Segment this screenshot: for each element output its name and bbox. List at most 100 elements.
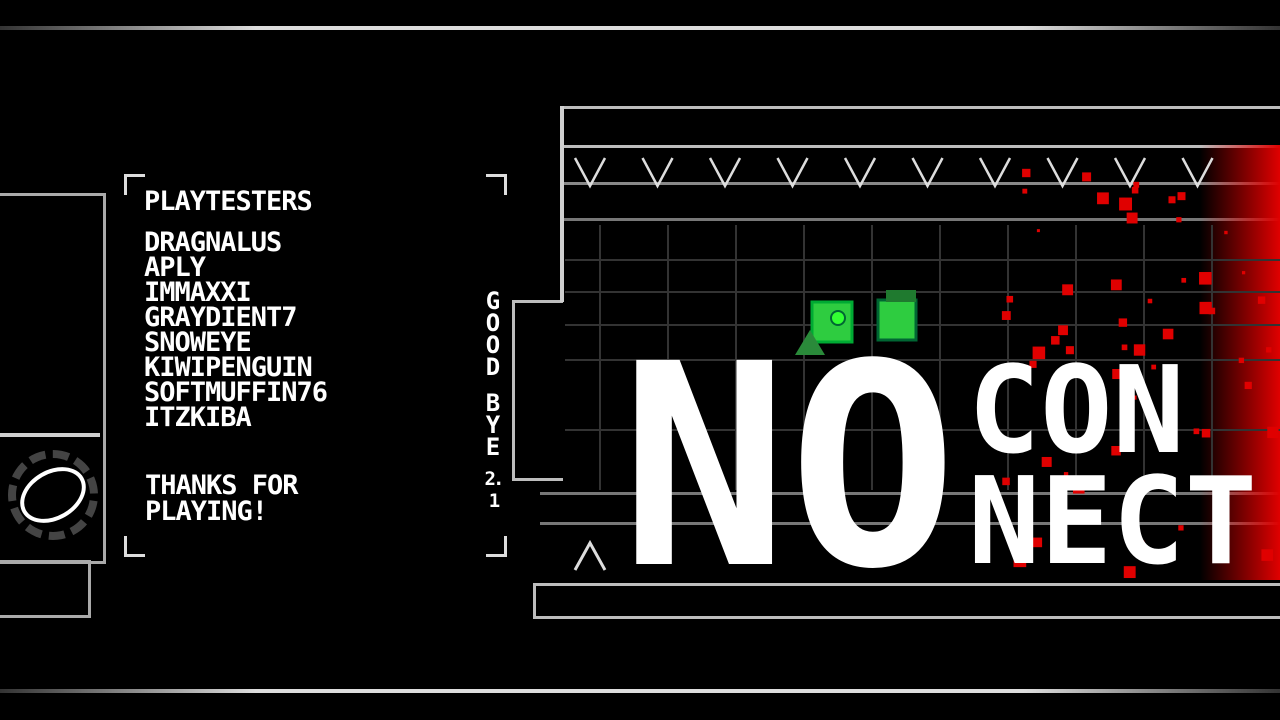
thanks-line: THANKS FOR — [145, 470, 299, 501]
particle — [1058, 325, 1068, 336]
left-block-lower — [0, 560, 91, 618]
spike — [1113, 157, 1147, 189]
particle — [1134, 540, 1145, 551]
particle — [1201, 428, 1211, 438]
floor-spike — [573, 539, 607, 571]
particle — [1123, 566, 1136, 579]
playtester-name: KIWIPENGUIN — [144, 352, 313, 383]
goodbye-vertical-text: GOOD BYE 2.1 — [482, 287, 505, 512]
particle — [1261, 549, 1274, 561]
rail-1 — [564, 182, 1280, 185]
particle — [1032, 346, 1046, 360]
background-grid — [565, 225, 1280, 490]
particle — [1168, 196, 1176, 204]
gear-icon — [8, 450, 98, 540]
left-divider — [0, 433, 100, 437]
particle — [1029, 360, 1037, 368]
corner-br — [486, 536, 507, 557]
spike — [1181, 157, 1214, 189]
particle — [1063, 472, 1069, 477]
particle — [1178, 525, 1184, 531]
level-wall — [512, 300, 563, 481]
spike — [573, 157, 607, 189]
playtester-name: SNOWEYE — [144, 327, 252, 358]
particle — [1126, 212, 1138, 224]
corner-bl — [124, 536, 145, 557]
particle — [1177, 192, 1186, 201]
particle — [1121, 344, 1128, 351]
particle — [1021, 529, 1031, 539]
particle — [1097, 192, 1109, 205]
thanks-line: PLAYING! — [145, 496, 268, 527]
player-cube-icon — [795, 290, 918, 355]
particle — [1199, 301, 1212, 315]
spike — [978, 157, 1012, 189]
top-border — [0, 26, 1280, 30]
logo-nect: NECT — [968, 453, 1257, 592]
particle — [1123, 526, 1133, 536]
logo-con: CON — [968, 342, 1185, 481]
particle — [1063, 442, 1069, 447]
particle — [1118, 318, 1128, 327]
particle — [1022, 188, 1028, 194]
particle — [1267, 426, 1279, 439]
particle — [1002, 477, 1010, 486]
particle — [1257, 296, 1266, 304]
particle — [1072, 481, 1085, 494]
particle — [1110, 279, 1122, 291]
spike — [1046, 157, 1079, 189]
rail-3 — [540, 492, 1280, 495]
side-text-line: GOOD — [485, 287, 501, 381]
particle — [1151, 364, 1157, 370]
bottom-border — [0, 689, 1280, 693]
particle — [1238, 357, 1245, 364]
particle — [1133, 181, 1140, 188]
particle — [1112, 369, 1123, 380]
playtester-name: DRAGNALUS — [144, 227, 282, 258]
playtester-name: ITZKIBA — [144, 402, 252, 433]
particle — [1147, 298, 1153, 304]
playtester-list: DRAGNALUS APLY IMMAXXI GRAYDIENT7 SNOWEY… — [144, 227, 328, 433]
particle — [1181, 277, 1187, 283]
particle — [1193, 428, 1200, 435]
spike — [708, 157, 742, 189]
playtester-name: IMMAXXI — [144, 277, 252, 308]
particle — [1036, 229, 1040, 233]
particle — [1006, 295, 1014, 303]
corner-tr — [486, 174, 507, 195]
spike — [843, 157, 877, 189]
particle — [1266, 347, 1272, 353]
playtesters-heading: PLAYTESTERS — [144, 186, 313, 217]
particle — [1132, 395, 1137, 400]
particle — [1041, 456, 1052, 467]
particle — [1021, 549, 1027, 555]
spike — [641, 157, 674, 189]
side-text-line: 2.1 — [484, 468, 505, 512]
playtester-name: SOFTMUFFIN76 — [144, 377, 328, 408]
rail-4 — [540, 522, 1280, 525]
particle — [1199, 272, 1212, 285]
particle — [1119, 197, 1133, 211]
playtester-name: APLY — [144, 252, 206, 283]
particle — [1224, 514, 1229, 519]
level-floor — [533, 583, 1280, 619]
red-particles — [1001, 168, 1279, 579]
particle — [1111, 445, 1121, 456]
logo-no: NO — [620, 305, 958, 631]
particle — [1244, 381, 1252, 390]
particle — [1162, 328, 1174, 340]
ceiling-spikes — [573, 157, 1214, 189]
particle — [1065, 346, 1074, 355]
thanks-message: THANKS FOR PLAYING! — [145, 470, 299, 527]
particle — [1082, 172, 1092, 182]
particle — [1032, 537, 1043, 548]
spike — [776, 157, 809, 189]
particle — [1241, 271, 1246, 275]
particle — [1062, 284, 1074, 296]
playtester-name: GRAYDIENT7 — [144, 302, 298, 333]
side-text-line: BYE — [485, 389, 501, 461]
particle — [1051, 336, 1060, 345]
particle — [1208, 307, 1216, 315]
